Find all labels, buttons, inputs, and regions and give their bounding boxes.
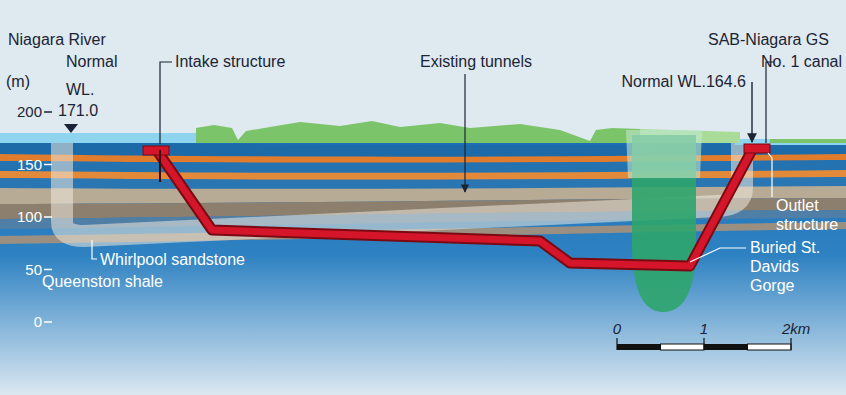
callout-label: Intake structure bbox=[175, 52, 285, 71]
leader-line bbox=[768, 153, 772, 197]
axis-ticks bbox=[44, 111, 52, 113]
buried-gorge-top bbox=[626, 130, 702, 178]
queenston-shale bbox=[0, 142, 846, 395]
callout-label: Existing tunnels bbox=[420, 52, 532, 71]
layer-label: Queenston shale bbox=[42, 272, 163, 291]
water-level-value: 171.0 bbox=[58, 101, 98, 120]
layer-label: Whirlpool sandstone bbox=[100, 250, 245, 269]
outlet-structure bbox=[744, 144, 770, 153]
water-level-label: WL. bbox=[66, 80, 94, 99]
scale-bar bbox=[617, 338, 791, 350]
axis-tick-label: 0 bbox=[34, 312, 42, 331]
water-level-arrow bbox=[751, 82, 752, 142]
water-level-marker bbox=[64, 124, 78, 133]
scale-label: 0 bbox=[613, 319, 621, 338]
rock-band bbox=[0, 142, 846, 157]
callout-label: Buried St. Davids Gorge bbox=[750, 238, 840, 295]
leader-arrow bbox=[464, 74, 465, 192]
ground-surface bbox=[196, 121, 640, 143]
axis-tick-label: 200 bbox=[17, 102, 42, 121]
axis-ticks bbox=[44, 165, 52, 323]
scale-label: 2km bbox=[782, 319, 810, 338]
leader-line bbox=[766, 62, 774, 143]
station-label: SAB-Niagara GS bbox=[708, 30, 829, 49]
axis-tick-label: 150 bbox=[17, 155, 42, 174]
axis-unit: (m) bbox=[6, 72, 30, 91]
leader-line bbox=[690, 248, 746, 262]
new-tunnel bbox=[158, 150, 752, 266]
niagara-river-water bbox=[0, 133, 196, 143]
leader-line bbox=[92, 240, 97, 259]
rock-band bbox=[0, 160, 846, 173]
intake-structure bbox=[143, 146, 169, 155]
ground-surface bbox=[770, 139, 846, 143]
scale-label: 1 bbox=[700, 319, 708, 338]
new-tunnel-outline bbox=[158, 150, 752, 266]
axis-tick-label: 100 bbox=[17, 207, 42, 226]
callout-label: Outlet structure bbox=[776, 196, 842, 234]
river-label: Niagara River bbox=[8, 30, 106, 49]
water-level-label: Normal bbox=[66, 52, 118, 71]
callout-label: No. 1 canal bbox=[761, 52, 842, 71]
axis-tick-label: 50 bbox=[25, 260, 42, 279]
intake-shaft bbox=[159, 150, 161, 182]
leader-line bbox=[160, 62, 172, 144]
water-level-label: Normal WL.164.6 bbox=[622, 72, 747, 91]
